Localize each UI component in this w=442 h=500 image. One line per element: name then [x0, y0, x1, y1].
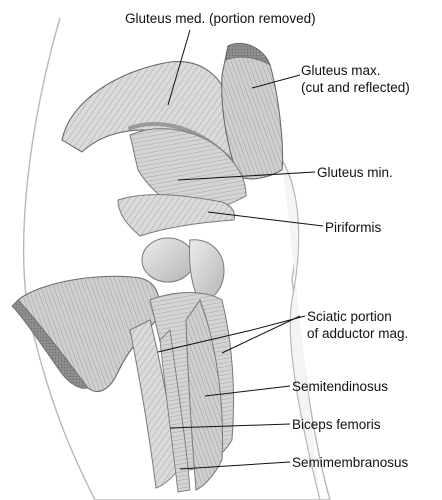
- piriformis-shape: [117, 194, 235, 237]
- semimembranosus-shape: [159, 329, 191, 493]
- label-piriformis: Piriformis: [325, 220, 382, 235]
- label-gluteus-max-line2: (cut and reflected): [301, 80, 410, 95]
- leader-semimembranosus: [179, 461, 291, 470]
- leader-sciatic-2: [221, 315, 301, 354]
- label-gluteus-min: Gluteus min.: [317, 165, 393, 180]
- leader-gluteus-min: [177, 171, 316, 181]
- label-semimembranosus: Semimembranosus: [292, 455, 409, 470]
- reflected-flap-cut: [11, 299, 89, 389]
- label-gluteus-max: Gluteus max. (cut and reflected): [301, 62, 410, 96]
- label-biceps-femoris: Biceps femoris: [292, 417, 381, 432]
- leader-piriformis: [207, 211, 324, 227]
- label-gluteus-max-line1: Gluteus max.: [301, 63, 381, 78]
- label-sciatic-line2: of adductor mag.: [307, 326, 409, 341]
- label-gluteus-med: Gluteus med. (portion removed): [125, 11, 316, 26]
- thigh-outline-right: [281, 159, 321, 500]
- leader-gluteus-med: [167, 29, 191, 106]
- greater-trochanter: [189, 239, 225, 303]
- leader-sciatic: [157, 315, 306, 353]
- leader-biceps-femoris: [169, 423, 291, 429]
- gluteus-maximus-cut: [225, 43, 271, 66]
- label-sciatic-portion: Sciatic portion of adductor mag.: [307, 308, 408, 342]
- leader-semitendinosus: [204, 385, 291, 397]
- biceps-femoris-shape: [185, 298, 223, 491]
- label-sciatic-line1: Sciatic portion: [307, 309, 392, 324]
- femur-head: [141, 237, 195, 283]
- label-semitendinosus: Semitendinosus: [292, 379, 389, 394]
- leader-gluteus-max: [251, 74, 301, 89]
- semitendinosus-shape: [129, 319, 179, 489]
